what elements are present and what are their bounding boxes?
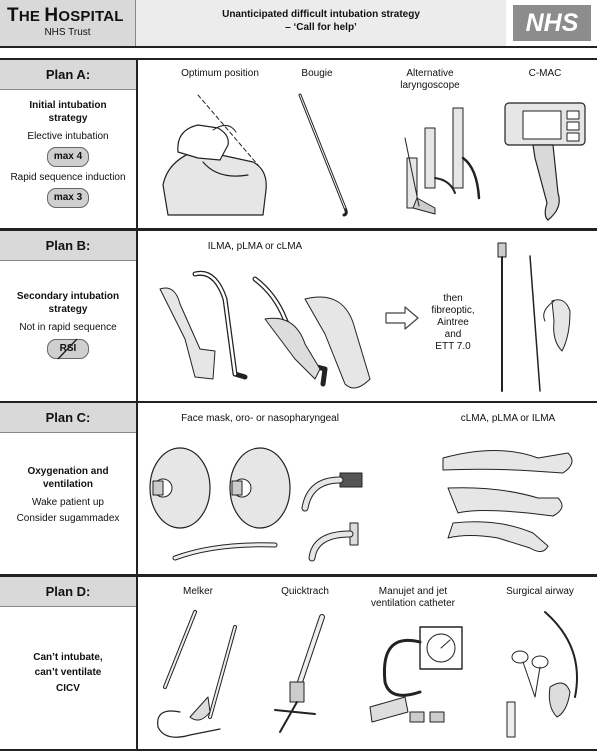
- plan-b-heading: strategy: [48, 304, 88, 315]
- rsi-max-badge: max 3: [47, 188, 89, 208]
- plan-d-left-column: Plan D: Can’t intubate, can’t ventilate …: [0, 577, 138, 749]
- plan-a-heading: Initial intubation: [29, 100, 107, 111]
- plan-a-left-column: Plan A: Initial intubation strategy Elec…: [0, 60, 138, 228]
- caption-face-mask: Face mask, oro- or nasopharyngeal: [181, 413, 339, 424]
- plan-b-description: Secondary intubation strategy Not in rap…: [0, 261, 136, 401]
- caption-cmac: C-MAC: [528, 68, 562, 79]
- then-line: ETT 7.0: [435, 341, 471, 352]
- strategy-title: Unanticipated difficult intubation strat…: [136, 0, 506, 46]
- plan-b-section: Plan B: Secondary intubation strategy No…: [0, 229, 597, 403]
- airway-icon: [301, 472, 363, 562]
- strategy-title-line: – ‘Call for help’: [285, 22, 357, 33]
- manujet-icon: [369, 626, 463, 723]
- cross-out-icon: [57, 338, 78, 360]
- plan-a-description: Initial intubation strategy Elective int…: [0, 90, 136, 228]
- arrow-right-icon: [385, 306, 419, 330]
- hospital-name-block: THE HOSPITAL NHS Trust: [0, 0, 136, 46]
- nhs-logo: NHS: [513, 5, 591, 41]
- strategy-title-line: Unanticipated difficult intubation strat…: [222, 9, 420, 20]
- plan-c-heading: Oxygenation and: [27, 466, 109, 477]
- then-line: then: [443, 293, 463, 304]
- caption-quicktrach: Quicktrach: [281, 586, 329, 597]
- fibreoptic-icon: [497, 242, 571, 392]
- header: THE HOSPITAL NHS Trust Unanticipated dif…: [0, 0, 597, 48]
- plan-b-title: Plan B:: [0, 231, 136, 261]
- quicktrach-icon: [274, 614, 325, 733]
- plan-d-heading: CICV: [56, 683, 80, 694]
- plan-c-heading: ventilation: [42, 479, 93, 490]
- hospital-name-part: OSPITAL: [58, 8, 124, 25]
- melker-icon: [157, 610, 237, 738]
- then-line: fibreoptic,: [431, 305, 475, 316]
- caption-melker: Melker: [182, 586, 213, 597]
- plan-a-section: Plan A: Initial intubation strategy Elec…: [0, 58, 597, 230]
- elective-label: Elective intubation: [27, 131, 109, 142]
- plan-b-left-column: Plan B: Secondary intubation strategy No…: [0, 231, 138, 401]
- plan-d-heading: Can’t intubate,: [33, 652, 103, 663]
- hospital-name: THE HOSPITAL: [7, 5, 124, 27]
- plan-c-title: Plan C:: [0, 403, 136, 433]
- wake-patient-label: Wake patient up: [32, 497, 104, 508]
- caption-manujet: Manujet and jet: [378, 586, 448, 597]
- caption-surgical-airway: Surgical airway: [506, 586, 574, 597]
- then-line: Aintree: [437, 317, 469, 328]
- elective-max-badge: max 4: [47, 147, 89, 167]
- plan-a-heading: strategy: [48, 113, 88, 124]
- caption-lma-types: cLMA, pLMA or ILMA: [460, 413, 556, 424]
- rsi-label: Rapid sequence induction: [10, 172, 126, 183]
- sugammadex-label: Consider sugammadex: [16, 513, 120, 524]
- caption-jet-catheter: ventilation catheter: [371, 598, 455, 609]
- laryngoscope-icon: [404, 107, 481, 215]
- hospital-name-part: HE: [18, 8, 45, 25]
- plan-d-section: Plan D: Can’t intubate, can’t ventilate …: [0, 575, 597, 751]
- plan-b-note: Not in rapid sequence: [19, 322, 117, 333]
- caption-bougie: Bougie: [301, 68, 333, 79]
- surgical-airway-icon: [506, 611, 578, 738]
- plan-d-description: Can’t intubate, can’t ventilate CICV: [0, 607, 136, 749]
- trust-name: NHS Trust: [44, 27, 91, 38]
- face-mask-icon: [149, 447, 291, 561]
- bougie-icon: [298, 93, 348, 217]
- caption-lma: ILMA, pLMA or cLMA: [207, 241, 303, 252]
- plan-c-section: Plan C: Oxygenation and ventilation Wake…: [0, 401, 597, 576]
- patient-position-icon: [162, 94, 267, 216]
- hospital-name-part: H: [44, 5, 59, 26]
- then-line: and: [444, 329, 462, 340]
- plan-d-title: Plan D:: [0, 577, 136, 607]
- plan-d-heading: can’t ventilate: [34, 667, 102, 678]
- caption-laryngoscope: laryngoscope: [400, 80, 460, 91]
- cmac-icon: [504, 102, 586, 221]
- plan-c-left-column: Plan C: Oxygenation and ventilation Wake…: [0, 403, 138, 574]
- caption-alternative: Alternative: [406, 68, 454, 79]
- caption-optimum-position: Optimum position: [181, 68, 259, 79]
- plan-b-heading: Secondary intubation: [16, 291, 120, 302]
- lma-icon: [159, 270, 371, 389]
- plan-c-description: Oxygenation and ventilation Wake patient…: [0, 433, 136, 574]
- then-text: then fibreoptic, Aintree and ETT 7.0: [428, 293, 478, 353]
- lma-stack-icon: [442, 450, 573, 552]
- plan-a-title: Plan A:: [0, 60, 136, 90]
- hospital-name-part: T: [7, 5, 19, 26]
